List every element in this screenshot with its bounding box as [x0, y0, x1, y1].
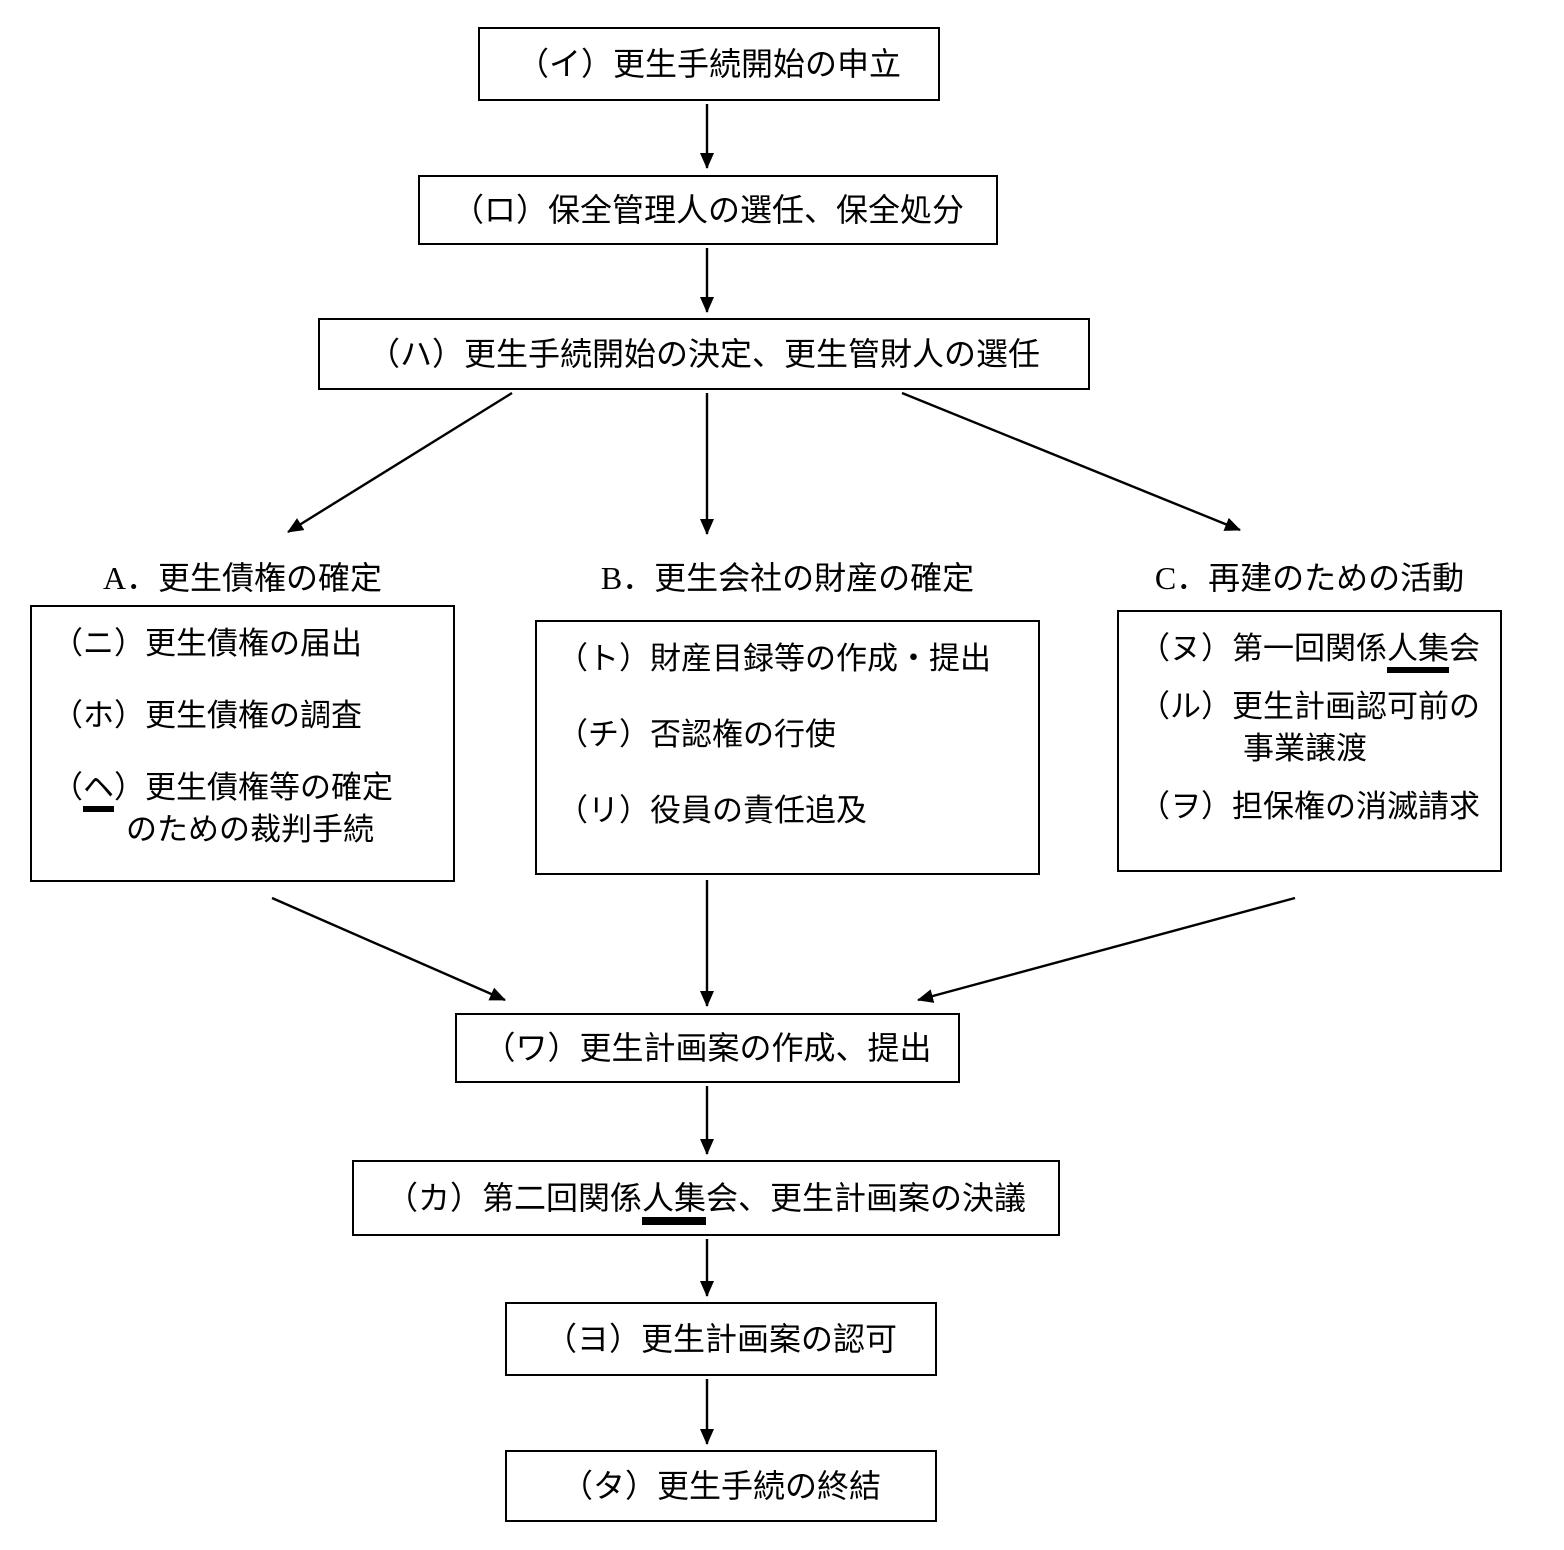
box-plan-approval: （ヨ）更生計画案の認可: [505, 1302, 937, 1376]
box-conclusion-label: （タ）更生手続の終結: [560, 1468, 881, 1504]
branch-b-box: （ト）財産目録等の作成・提出 （チ）否認権の行使 （リ）役員の責任追及: [535, 620, 1040, 875]
list-item-ru: （ル）更生計画認可前の 事業譲渡: [1139, 686, 1488, 770]
box-plan-approval-label: （ヨ）更生計画案の認可: [544, 1321, 897, 1357]
item-he-post: ）更生債権等の確定: [114, 769, 393, 805]
item-he-underlined: ヘ: [83, 769, 114, 812]
arrow-commencement-to-branch-a: [287, 391, 513, 534]
arrow-commencement-to-branch-c: [901, 391, 1241, 532]
box-vote-underlined: 人集: [641, 1180, 706, 1225]
arrow-branch-a-to-plan: [271, 896, 506, 1002]
box-commencement: （ハ）更生手続開始の決定、更生管財人の選任: [318, 318, 1090, 390]
list-item-wo: （ヲ）担保権の消滅請求: [1139, 786, 1488, 828]
box-plan-submission: （ワ）更生計画案の作成、提出: [455, 1013, 960, 1083]
box-second-meeting-vote: （カ）第二回関係人集会、更生計画案の決議: [352, 1160, 1060, 1236]
branch-b-heading: B．更生会社の財産の確定: [600, 560, 975, 596]
box-preservation: （ロ）保全管理人の選任、保全処分: [418, 175, 998, 245]
list-item-he: （ヘ）更生債権等の確定 のための裁判手続: [52, 767, 441, 851]
box-vote-line: （カ）第二回関係人集会、更生計画案の決議: [385, 1178, 1027, 1225]
box-conclusion: （タ）更生手続の終結: [505, 1450, 937, 1522]
item-ru-line2: 事業譲渡: [1243, 730, 1367, 766]
box-filing: （イ）更生手続開始の申立: [478, 27, 940, 101]
box-commencement-label: （ハ）更生手続開始の決定、更生管財人の選任: [367, 336, 1040, 372]
branch-c-box: （ヌ）第一回関係人集会 （ル）更生計画認可前の 事業譲渡 （ヲ）担保権の消滅請求: [1117, 610, 1502, 872]
box-plan-submission-label: （ワ）更生計画案の作成、提出: [483, 1030, 932, 1066]
list-item-ri: （リ）役員の責任追及: [557, 790, 1026, 832]
list-item-nu: （ヌ）第一回関係人集会: [1139, 628, 1488, 673]
item-nu-pre: （ヌ）第一回関係: [1139, 631, 1387, 666]
box-vote-pre: （カ）第二回関係: [385, 1180, 642, 1216]
item-ho-label: （ホ）更生債権の調査: [52, 697, 362, 733]
item-he-line2: のための裁判手続: [126, 811, 374, 847]
list-item-chi: （チ）否認権の行使: [557, 714, 1026, 756]
item-nu-underlined: 人集: [1387, 631, 1449, 673]
branch-c-heading: C．再建のための活動: [1154, 560, 1465, 596]
branch-a-box: （ニ）更生債権の届出 （ホ）更生債権の調査 （ヘ）更生債権等の確定 のための裁判…: [30, 605, 455, 882]
box-preservation-label: （ロ）保全管理人の選任、保全処分: [451, 192, 964, 228]
item-ni-label: （ニ）更生債権の届出: [52, 626, 362, 661]
item-wo-label: （ヲ）担保権の消滅請求: [1139, 788, 1480, 824]
box-vote-post: 会、更生計画案の決議: [706, 1180, 1027, 1216]
item-ru-line1: （ル）更生計画認可前の: [1139, 688, 1480, 724]
item-nu-post: 会: [1449, 631, 1480, 666]
item-to-label: （ト）財産目録等の作成・提出: [557, 641, 991, 676]
item-chi-label: （チ）否認権の行使: [557, 716, 836, 752]
list-item-ho: （ホ）更生債権の調査: [52, 695, 441, 737]
item-ri-label: （リ）役員の責任追及: [557, 792, 867, 828]
item-he-pre: （: [52, 769, 83, 805]
box-filing-label: （イ）更生手続開始の申立: [516, 46, 901, 82]
branch-a-heading: A．更生債権の確定: [102, 560, 383, 596]
list-item-to: （ト）財産目録等の作成・提出: [557, 638, 1026, 680]
arrow-branch-c-to-plan: [917, 896, 1296, 1003]
item-he-line1: （ヘ）更生債権等の確定: [52, 767, 441, 812]
list-item-ni: （ニ）更生債権の届出: [52, 623, 441, 665]
